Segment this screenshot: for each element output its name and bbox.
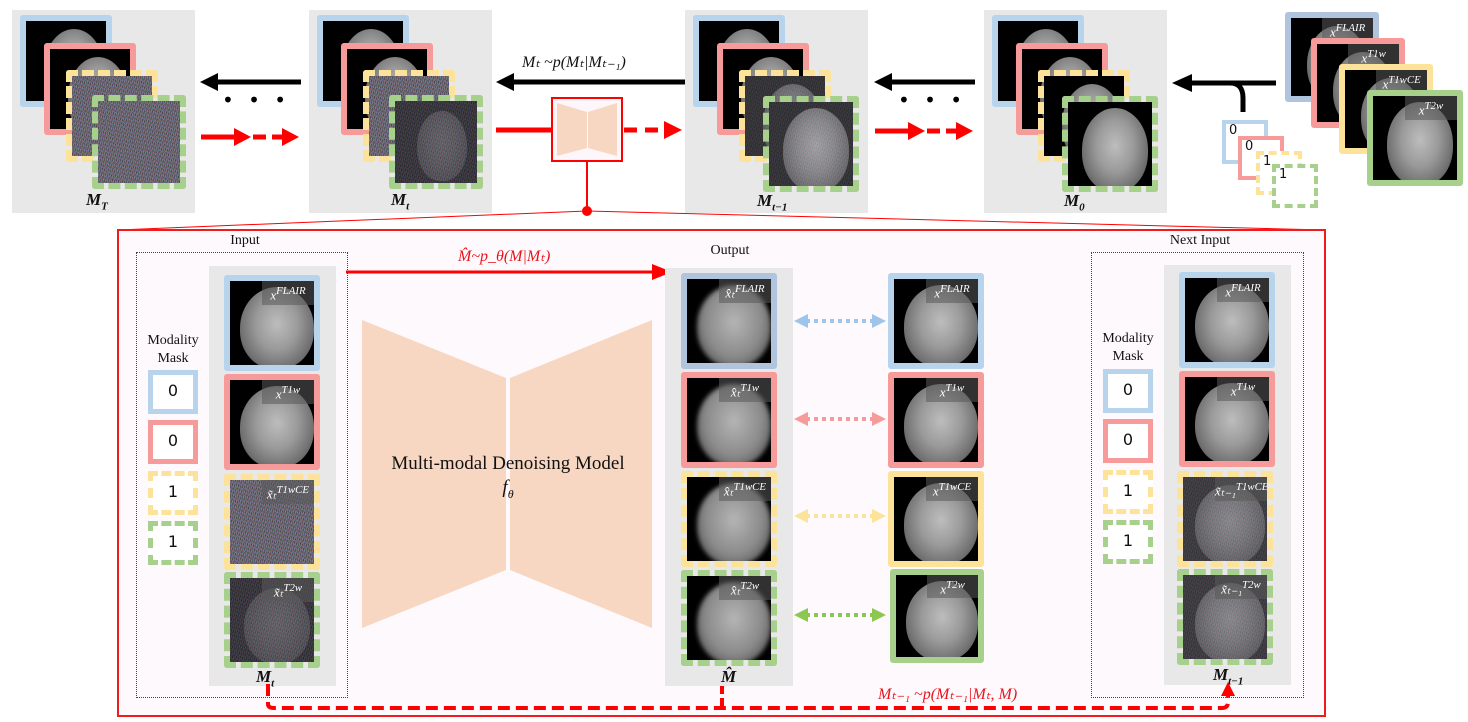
ellipsis: • • • (898, 88, 967, 112)
next-mask-t1w: 0 (1103, 419, 1153, 463)
input-slice-flair: xFLAIR (224, 275, 320, 371)
zoom-connector (116, 210, 1325, 231)
model-name: Multi-modal Denoising Model fθ (391, 453, 625, 501)
output-state-label: M̂ (721, 667, 737, 686)
source-t2w: xT2w (1367, 90, 1463, 186)
output-title: Output (710, 243, 750, 258)
output-slice-t2w: x̂ₜT2w (681, 570, 777, 666)
forward-process-label: Mₜ ~p(Mₜ|Mₜ₋₁) (522, 54, 626, 71)
gt-slice-t2w: xT2w (890, 569, 984, 663)
input-state-label: Mt (256, 667, 275, 690)
mask-flair: 0 (148, 370, 198, 414)
state-label-MT: MT (86, 190, 108, 213)
next-mask-flair: 0 (1103, 369, 1153, 413)
next-slice-flair: xFLAIR (1179, 272, 1275, 368)
next-mask-t2w: 1 (1103, 520, 1153, 564)
model-arrow-label: M̂~p_θ(M|Mₜ) (458, 248, 551, 265)
source-to-M0-arrow (1172, 74, 1276, 112)
slice-t2w-noisy (389, 95, 483, 189)
mini-mask-t2w: 1 (1272, 164, 1318, 208)
next-slice-t1wce: x̃ₜ₋₁T1wCE (1177, 471, 1273, 567)
state-label-M0: M0 (1064, 191, 1085, 214)
state-label-Mt-1: Mt−1 (757, 191, 788, 214)
gt-slice-t1w: xT1w (888, 372, 984, 468)
comparison-arrows (794, 314, 886, 622)
state-label-Mt: Mt (391, 190, 410, 213)
arrow-right-icon (664, 121, 682, 139)
input-slice-t1wce: x̃ₜT1wCE (224, 474, 320, 570)
slice-t2w-noisy (92, 95, 186, 189)
state-panel-Mt-1: Mt−1 (685, 10, 868, 213)
source-modalities: xFLAIR xT1w xT1wCE xT2w (1285, 12, 1465, 187)
next-slice-t2w: x̃ₜ₋₁T2w (1177, 569, 1273, 665)
arrow-right-icon (652, 264, 672, 280)
arrow-left-icon (496, 73, 514, 91)
state-panel-M0: M0 (984, 10, 1167, 213)
gt-slice-t1wce: xT1wCE (888, 471, 984, 567)
next-slice-t1w: xT1w (1179, 371, 1275, 467)
mask-t1wce: 1 (148, 471, 198, 515)
arrow-right-icon (956, 122, 973, 140)
slice-t2w-noisy (763, 96, 859, 192)
arrows-Mt-1-M0 (874, 73, 975, 140)
arrows-MT-Mt (200, 73, 301, 146)
reverse-process-label: Mₜ₋₁ ~p(Mₜ₋₁|Mₜ, M) (878, 686, 1018, 703)
output-slice-t1wce: x̂ₜT1wCE (681, 471, 777, 567)
input-slice-t1w: xT1w (224, 374, 320, 470)
next-input-frame (1091, 252, 1304, 698)
compare-arrow-t1wce (794, 509, 886, 523)
next-input-title: Next Input (1169, 233, 1231, 248)
output-slice-t1w: x̂ₜT1w (681, 372, 777, 468)
output-slice-flair: x̂ₜFLAIR (681, 273, 777, 369)
arrow-up-icon (1221, 682, 1235, 696)
model-step-arrows (496, 73, 687, 216)
gt-slice-flair: xFLAIR (888, 273, 984, 369)
model-forward-arrow (346, 264, 672, 280)
reverse-process-arrow (266, 682, 1235, 710)
input-slice-t2w: x̃ₜT2w (224, 572, 320, 668)
mask-t1w: 0 (148, 420, 198, 464)
next-state-label: Mt−1 (1213, 665, 1244, 688)
next-mask-t1wce: 1 (1103, 470, 1153, 514)
arrow-left-icon (1172, 74, 1192, 92)
compare-arrow-t1w (794, 412, 886, 426)
state-panel-MT: MT (12, 10, 195, 213)
state-panel-Mt: Mt (309, 10, 492, 213)
denoising-model-shape (362, 320, 652, 628)
arrow-left-icon (874, 73, 892, 91)
ellipsis: • • • (222, 88, 291, 112)
compare-arrow-t2w (794, 608, 886, 622)
compare-arrow-flair (794, 314, 886, 328)
input-frame (136, 252, 348, 698)
mask-t2w: 1 (148, 521, 198, 565)
input-title: Input (230, 233, 260, 248)
slice-t2w (1062, 96, 1158, 192)
arrow-left-icon (200, 73, 218, 91)
arrow-right-icon (282, 128, 299, 146)
